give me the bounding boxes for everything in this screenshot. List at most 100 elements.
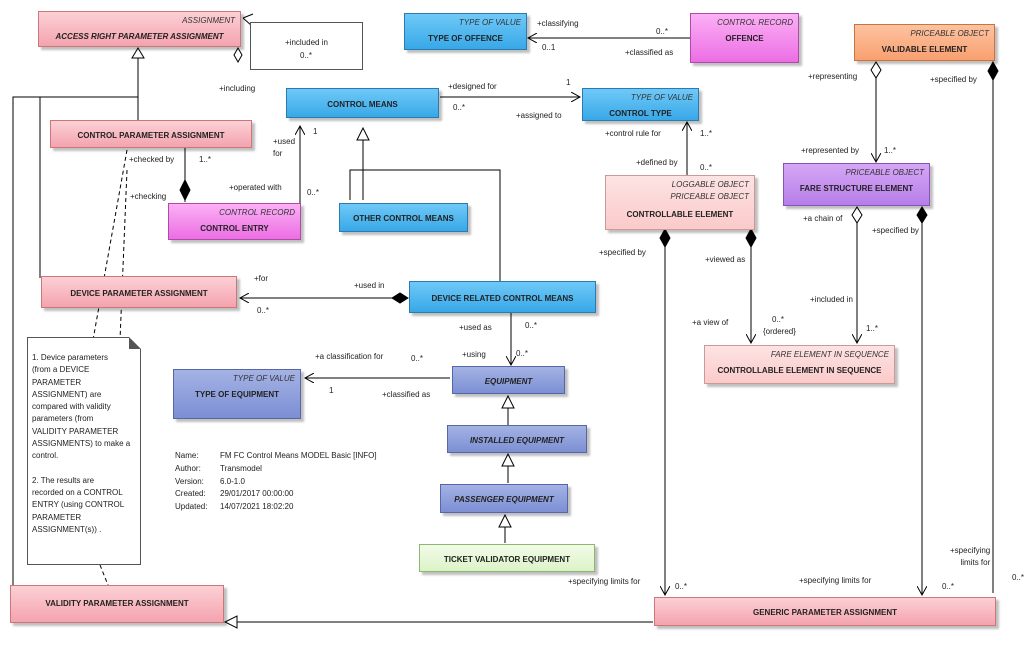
note-paragraph-2: 2. The results are recorded on a CONTROL… xyxy=(32,475,125,534)
class-name: CONTROL MEANS xyxy=(327,100,398,109)
role-label: +defined by xyxy=(636,158,678,167)
validable-element-box[interactable]: PRICEABLE OBJECT VALIDABLE ELEMENT xyxy=(854,24,995,61)
stereotype-label: TYPE OF VALUE xyxy=(232,374,295,383)
installed-equipment-box[interactable]: INSTALLED EQUIPMENT xyxy=(447,425,587,453)
role-label: +used in xyxy=(354,281,385,290)
role-label: +used as xyxy=(459,323,492,332)
role-label: +a chain of xyxy=(803,214,843,223)
role-label: +specifying limits for xyxy=(799,576,872,585)
multiplicity-label: 0..* xyxy=(1012,573,1025,582)
class-name: PASSENGER EQUIPMENT xyxy=(454,495,554,504)
controllable-element-in-sequence-box[interactable]: FARE ELEMENT IN SEQUENCE CONTROLLABLE EL… xyxy=(704,345,895,384)
class-name: ACCESS RIGHT PARAMETER ASSIGNMENT xyxy=(55,32,224,41)
class-name: INSTALLED EQUIPMENT xyxy=(469,436,565,445)
class-name: VALIDITY PARAMETER ASSIGNMENT xyxy=(45,599,189,608)
fare-structure-element-box[interactable]: PRICEABLE OBJECT FARE STRUCTURE ELEMENT xyxy=(783,163,930,206)
ticket-validator-equipment-box[interactable]: TICKET VALIDATOR EQUIPMENT xyxy=(419,544,595,572)
validity-parameter-assignment-box[interactable]: VALIDITY PARAMETER ASSIGNMENT xyxy=(10,585,224,623)
class-name: CONTROLLABLE ELEMENT IN SEQUENCE xyxy=(717,366,882,375)
device-parameter-assignment-box[interactable]: DEVICE PARAMETER ASSIGNMENT xyxy=(41,276,237,308)
role-label: +specified by xyxy=(872,226,919,235)
type-of-offence-box[interactable]: TYPE OF VALUE TYPE OF OFFENCE xyxy=(404,13,527,50)
generalization-arrow xyxy=(131,47,145,59)
role-label: +including xyxy=(219,84,256,93)
stereotype-label: LOGGABLE OBJECT xyxy=(671,180,749,189)
class-name: DEVICE RELATED CONTROL MEANS xyxy=(431,294,574,303)
role-label: +for xyxy=(254,274,269,283)
class-name: GENERIC PARAMETER ASSIGNMENT xyxy=(752,608,897,617)
control-parameter-assignment-box[interactable]: CONTROL PARAMETER ASSIGNMENT xyxy=(50,120,252,148)
multiplicity-label: 0..* xyxy=(656,27,669,36)
class-name: CONTROLLABLE ELEMENT xyxy=(626,210,734,219)
multiplicity-label: 0..* xyxy=(675,582,688,591)
stereotype-label: CONTROL RECORD xyxy=(219,208,295,217)
info-name-key: Name: xyxy=(175,451,199,460)
info-version-value: 6.0-1.0 xyxy=(220,476,245,486)
info-author-value: Transmodel xyxy=(220,463,262,473)
class-name: OFFENCE xyxy=(725,34,764,43)
class-name: FARE STRUCTURE ELEMENT xyxy=(799,184,914,193)
note-paragraph-1: 1. Device parameters (from a DEVICE PARA… xyxy=(32,353,131,461)
multiplicity-label: 1..* xyxy=(700,129,713,138)
role-label: +classifying xyxy=(537,19,579,28)
info-name-value: FM FC Control Means MODEL Basic [INFO] xyxy=(220,451,377,460)
info-updated-value: 14/07/2021 18:02:20 xyxy=(220,502,294,512)
role-label: +operated with xyxy=(229,183,282,192)
info-version-key: Version: xyxy=(175,476,204,486)
info-created-value: 29/01/2017 00:00:00 xyxy=(220,489,294,499)
diagram-info: Name: FM FC Control Means MODEL Basic [IN… xyxy=(175,450,377,514)
role-label: +included in xyxy=(810,295,853,304)
multiplicity-label: 0..* xyxy=(772,315,785,324)
control-type-box[interactable]: TYPE OF VALUE CONTROL TYPE xyxy=(582,88,699,121)
class-name: TICKET VALIDATOR EQUIPMENT xyxy=(443,555,571,564)
control-means-box[interactable]: CONTROL MEANS xyxy=(286,88,439,118)
note-fold-corner xyxy=(129,337,141,349)
class-name: TYPE OF EQUIPMENT xyxy=(194,390,279,399)
role-label: +specified by xyxy=(599,248,646,257)
generic-parameter-assignment-box[interactable]: GENERIC PARAMETER ASSIGNMENT xyxy=(654,597,996,626)
control-entry-box[interactable]: CONTROL RECORD CONTROL ENTRY xyxy=(168,203,301,240)
multiplicity-label: 0..* xyxy=(525,321,538,330)
stereotype-label: PRICEABLE OBJECT xyxy=(670,192,749,201)
role-label: +used for xyxy=(273,137,296,158)
role-label: +classified as xyxy=(382,390,431,399)
class-name: OTHER CONTROL MEANS xyxy=(353,214,454,223)
multiplicity-label: 0..* xyxy=(516,349,529,358)
role-label: +classified as xyxy=(625,48,674,57)
controllable-element-box[interactable]: LOGGABLE OBJECT PRICEABLE OBJECT CONTROL… xyxy=(605,175,755,230)
passenger-equipment-box[interactable]: PASSENGER EQUIPMENT xyxy=(440,484,568,513)
role-label: +control rule for xyxy=(605,129,661,138)
type-of-equipment-box[interactable]: TYPE OF VALUE TYPE OF EQUIPMENT xyxy=(173,369,301,419)
device-related-control-means-box[interactable]: DEVICE RELATED CONTROL MEANS xyxy=(409,281,596,313)
role-label: +assigned to xyxy=(516,111,562,120)
stereotype-label: TYPE OF VALUE xyxy=(458,18,521,27)
diagram-note: 1. Device parameters (from a DEVICE PARA… xyxy=(27,337,141,565)
equipment-box[interactable]: EQUIPMENT xyxy=(452,366,565,394)
role-label: +specifying limits for xyxy=(950,546,991,567)
role-label: +checked by xyxy=(129,155,175,164)
multiplicity-label: 0..* xyxy=(257,306,270,315)
info-author-key: Author: xyxy=(175,463,201,473)
class-name: CONTROL ENTRY xyxy=(200,224,269,233)
multiplicity-label: 0..* xyxy=(453,103,466,112)
class-name: CONTROL TYPE xyxy=(609,109,672,118)
multiplicity-label: 1..* xyxy=(884,146,897,155)
multiplicity-label: 1 xyxy=(566,78,571,87)
multiplicity-label: 0..* xyxy=(942,582,955,591)
stereotype-label: ASSIGNMENT xyxy=(182,16,235,25)
stereotype-label: CONTROL RECORD xyxy=(717,18,793,27)
multiplicity-label: 0..* xyxy=(307,188,320,197)
class-name: TYPE OF OFFENCE xyxy=(428,34,503,43)
access-right-parameter-assignment-box[interactable]: ASSIGNMENT ACCESS RIGHT PARAMETER ASSIGN… xyxy=(38,11,241,47)
other-control-means-box[interactable]: OTHER CONTROL MEANS xyxy=(339,203,468,232)
offence-box[interactable]: CONTROL RECORD OFFENCE xyxy=(690,13,799,63)
stereotype-label: TYPE OF VALUE xyxy=(630,93,693,102)
multiplicity-label: 1 xyxy=(313,127,318,136)
class-name: VALIDABLE ELEMENT xyxy=(881,45,968,54)
info-updated-key: Updated: xyxy=(175,502,208,512)
multiplicity-label: 0..* xyxy=(700,163,713,172)
info-created-key: Created: xyxy=(175,489,206,499)
role-label: +specifying limits for xyxy=(568,577,641,586)
role-label: +viewed as xyxy=(705,255,746,264)
